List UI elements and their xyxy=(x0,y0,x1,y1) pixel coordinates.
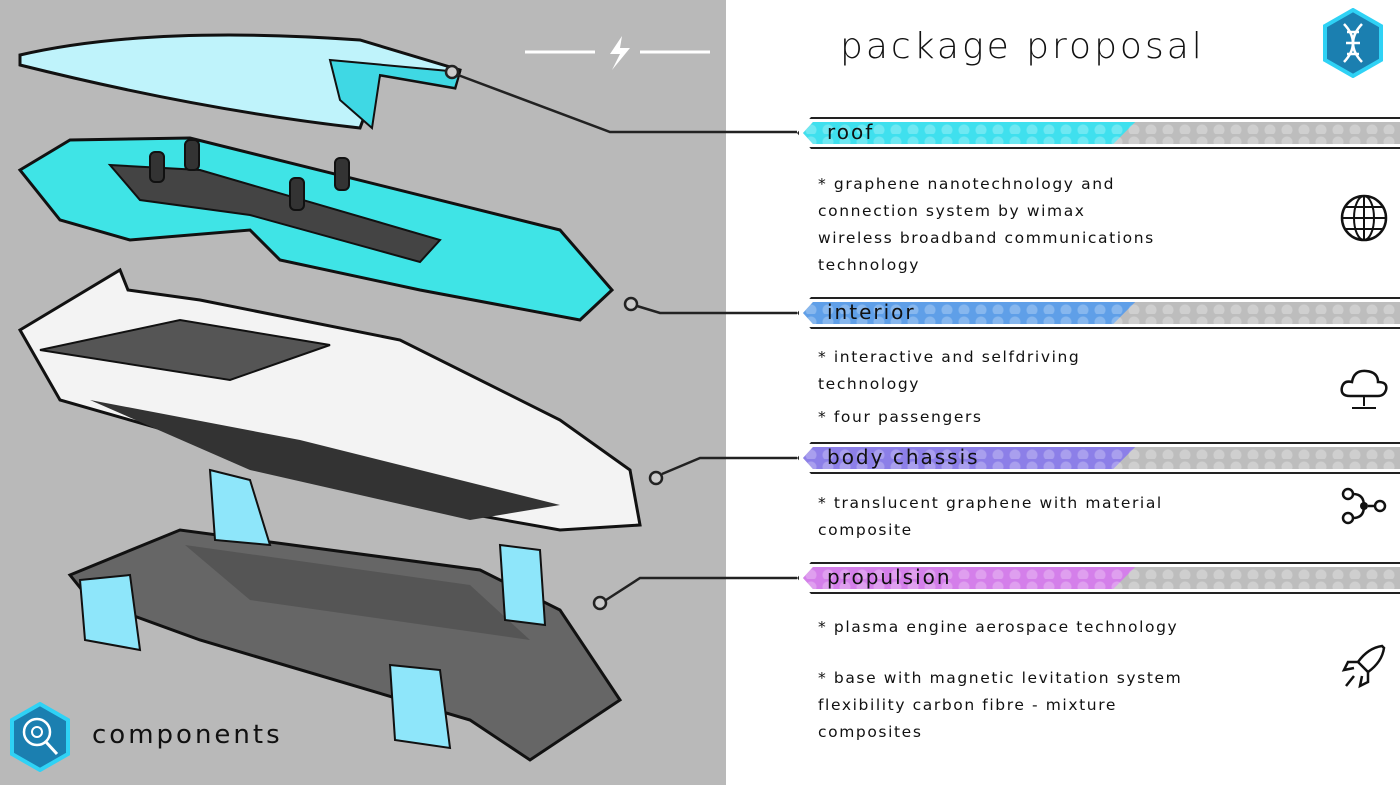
description-line: flexibility carbon fibre - mixture xyxy=(818,696,1117,714)
globe-icon xyxy=(1338,192,1390,244)
body-chassis-part xyxy=(17,267,642,532)
description-line: * graphene nanotechnology and xyxy=(818,175,1116,193)
interior-part xyxy=(17,136,615,322)
gear-search-icon xyxy=(10,702,70,772)
description-line: composites xyxy=(818,723,923,741)
section-description: * graphene nanotechnology and connection … xyxy=(818,171,1155,279)
section-description: * translucent graphene with material comp… xyxy=(818,490,1163,544)
rocket-icon xyxy=(1338,640,1390,692)
description-line: * plasma engine aerospace technology xyxy=(818,618,1179,636)
progress-fill xyxy=(803,122,1135,144)
section-label: interior xyxy=(827,300,916,324)
section-bar-propulsion: propulsion xyxy=(797,562,1400,594)
description-line: connection system by wimax xyxy=(818,202,1086,220)
progress-track xyxy=(803,122,1400,144)
progress-track xyxy=(803,447,1400,469)
progress-fill xyxy=(803,302,1135,324)
description-line: * translucent graphene with material xyxy=(818,494,1163,512)
section-label: body chassis xyxy=(827,445,980,469)
section-label: propulsion xyxy=(827,565,952,589)
description-line: composite xyxy=(818,521,913,539)
progress-track xyxy=(803,302,1400,324)
cloud-network-icon xyxy=(1338,362,1390,414)
section-bar-roof: roof xyxy=(797,117,1400,149)
description-line: technology xyxy=(818,375,921,393)
section-bar-body-chassis: body chassis xyxy=(797,442,1400,474)
description-line: technology xyxy=(818,256,921,274)
section-description: * interactive and selfdriving technology *… xyxy=(818,344,1080,431)
description-line: * interactive and selfdriving xyxy=(818,348,1081,366)
section-description: * plasma engine aerospace technology * ba… xyxy=(818,614,1182,746)
description-line: wireless broadband communications xyxy=(818,229,1155,247)
page-title: package proposal xyxy=(840,26,1205,67)
description-line: * four passengers xyxy=(818,408,983,426)
progress-fill xyxy=(803,567,1135,589)
dna-icon xyxy=(1323,8,1383,78)
propulsion-part xyxy=(67,468,623,762)
progress-fill xyxy=(803,447,1135,469)
description-line: * base with magnetic levitation system xyxy=(818,669,1183,687)
components-label: components xyxy=(92,720,283,750)
leader-lines xyxy=(444,64,797,611)
progress-track xyxy=(803,567,1400,589)
circuit-nodes-icon xyxy=(1338,480,1390,532)
roof-part xyxy=(18,33,462,130)
section-label: roof xyxy=(827,120,875,144)
section-bar-interior: interior xyxy=(797,297,1400,329)
energy-bolt-icon xyxy=(525,36,710,70)
